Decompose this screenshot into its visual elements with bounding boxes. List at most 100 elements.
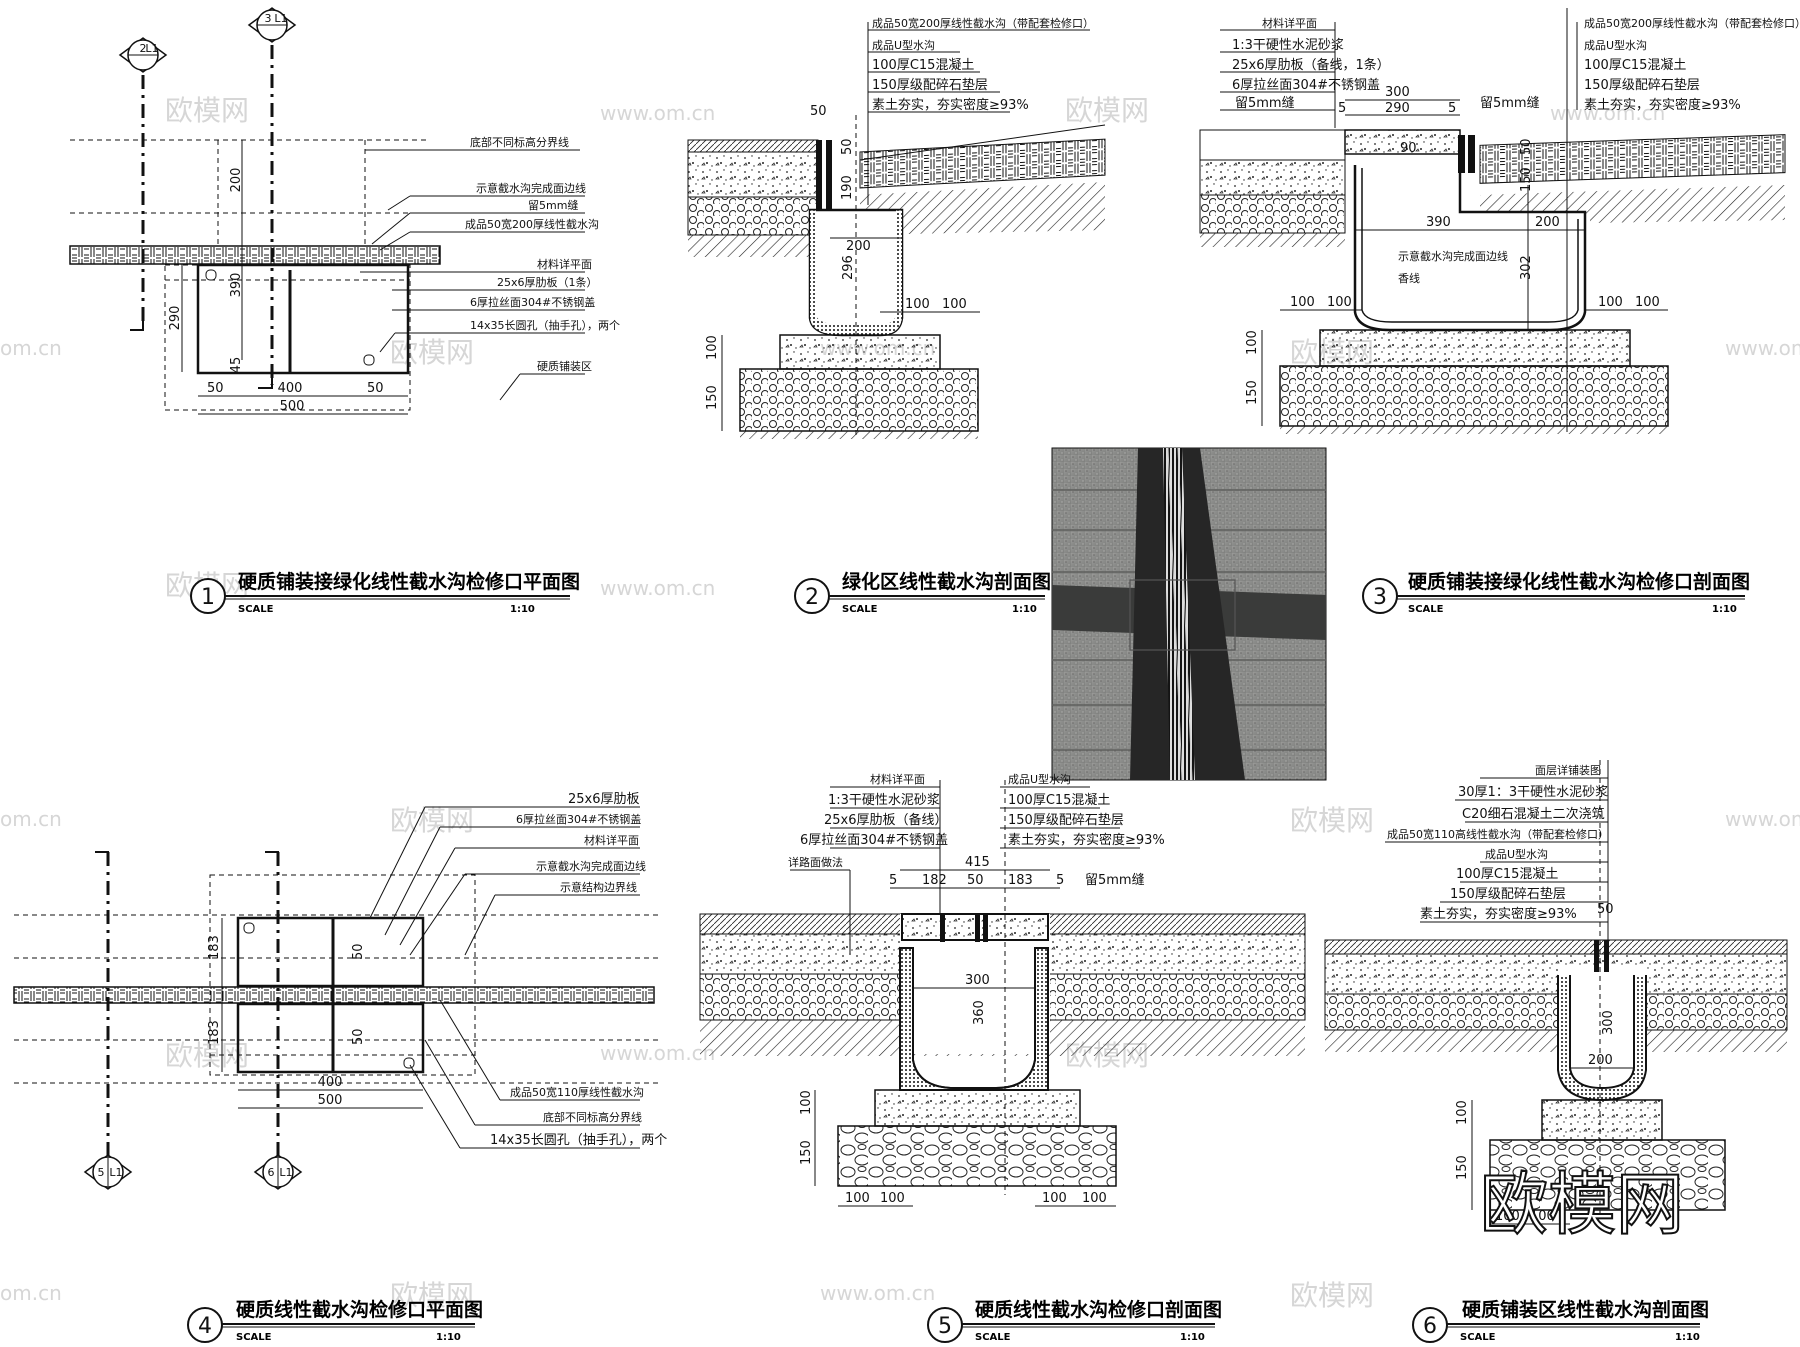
panel-2-section: 50 50 190 200 296 100 100 100 150 成品50宽2… [687, 16, 1106, 439]
svg-text:1:10: 1:10 [436, 1332, 461, 1343]
svg-text:100: 100 [1455, 1100, 1470, 1125]
svg-text:5: 5 [889, 873, 897, 888]
svg-text:14x35长圆孔（抽手孔），两个: 14x35长圆孔（抽手孔），两个 [470, 318, 620, 332]
svg-text:50: 50 [1519, 138, 1534, 155]
svg-text:100: 100 [705, 335, 720, 360]
svg-text:500: 500 [318, 1093, 343, 1108]
panel-1-plan: 2 L1 3 L1 200 390 [69, 7, 620, 415]
svg-text:150厚级配碎石垫层: 150厚级配碎石垫层 [872, 77, 988, 93]
svg-text:500: 500 [280, 399, 305, 414]
channel-grate [69, 245, 441, 265]
svg-text:成品50宽110高线性截水沟（带配套检修口）: 成品50宽110高线性截水沟（带配套检修口） [1387, 827, 1609, 841]
svg-text:150厚级配碎石垫层: 150厚级配碎石垫层 [1008, 812, 1124, 828]
svg-text:300: 300 [1385, 85, 1410, 100]
svg-text:300: 300 [965, 973, 990, 988]
svg-text:材料详平面: 材料详平面 [1262, 16, 1317, 30]
svg-text:1:10: 1:10 [510, 604, 535, 615]
svg-text:415: 415 [965, 855, 990, 870]
access-cover [196, 263, 410, 375]
title-block-6: 6 硬质铺装区线性截水沟剖面图 SCALE 1:10 [1412, 1298, 1709, 1343]
svg-text:100: 100 [880, 1191, 905, 1206]
svg-text:25x6厚肋板（1条）: 25x6厚肋板（1条） [497, 275, 598, 289]
svg-text:5: 5 [1338, 101, 1346, 116]
svg-text:30厚1：3干硬性水泥砂浆: 30厚1：3干硬性水泥砂浆 [1458, 785, 1608, 800]
svg-text:100厚C15混凝土: 100厚C15混凝土 [1008, 792, 1110, 808]
svg-text:50: 50 [810, 104, 827, 119]
svg-text:150厚级配碎石垫层: 150厚级配碎石垫层 [1584, 77, 1700, 93]
callout-labels: 面层详铺装图 30厚1：3干硬性水泥砂浆 C20细石混凝土二次浇筑 成品50宽1… [1385, 763, 1609, 935]
drainage-channel-photo [1051, 447, 1327, 781]
panel-5-section: 415 5 182 50 183 5 300 360 100 150 100 1… [699, 772, 1306, 1207]
svg-text:详路面做法: 详路面做法 [788, 855, 843, 869]
svg-text:90: 90 [1400, 141, 1417, 156]
svg-text:400: 400 [318, 1075, 343, 1090]
panel-title: 硬质铺装接绿化线性截水沟检修口平面图 [238, 570, 580, 593]
panel-number: 4 [198, 1314, 212, 1339]
section-marker-5: 5 L1 [83, 1154, 133, 1190]
svg-text:150: 150 [705, 385, 720, 410]
svg-text:素土夯实，夯实密度≥93%: 素土夯实，夯实密度≥93% [1008, 832, 1165, 848]
callout-labels: 25x6厚肋板 6厚拉丝面304#不锈钢盖 材料详平面 示意截水沟完成面边线 示… [369, 792, 667, 1149]
svg-text:25x6厚肋板（备线，1条）: 25x6厚肋板（备线，1条） [1232, 57, 1390, 73]
svg-text:150: 150 [799, 1140, 814, 1165]
svg-text:SCALE: SCALE [1408, 604, 1444, 615]
watermark-url: www.om.cn [600, 576, 715, 600]
svg-text:1:10: 1:10 [1675, 1332, 1700, 1343]
panel-title: 硬质铺装区线性截水沟剖面图 [1462, 1298, 1709, 1321]
svg-text:150: 150 [1245, 380, 1260, 405]
watermark-logo: 欧模网 [1290, 1279, 1374, 1312]
svg-text:SCALE: SCALE [1460, 1332, 1496, 1343]
svg-text:成品50宽110厚线性截水沟: 成品50宽110厚线性截水沟 [510, 1085, 644, 1099]
svg-text:290: 290 [1385, 101, 1410, 116]
svg-text:成品U型水沟: 成品U型水沟 [1008, 772, 1071, 786]
svg-text:硬质铺装区: 硬质铺装区 [537, 360, 592, 373]
dimensions: 415 5 182 50 183 5 300 360 100 150 100 1… [799, 855, 1116, 1207]
dimensions: 50 50 190 200 296 100 100 100 150 [705, 104, 980, 431]
svg-text:50: 50 [967, 873, 984, 888]
watermark-url: www.om.cn [820, 1281, 935, 1305]
section-marker-3: 3 L1 [247, 7, 297, 43]
panel-title: 硬质线性截水沟检修口剖面图 [975, 1298, 1222, 1321]
callout-labels: 材料详平面 1:3干硬性水泥砂浆 25x6厚肋板（备线） 6厚拉丝面304#不锈… [788, 772, 1165, 955]
svg-text:6厚拉丝面304#不锈钢盖: 6厚拉丝面304#不锈钢盖 [516, 812, 641, 826]
svg-text:183: 183 [1008, 873, 1033, 888]
svg-text:100: 100 [942, 297, 967, 312]
svg-text:100厚C15混凝土: 100厚C15混凝土 [1584, 57, 1686, 73]
panel-number: 3 [1373, 585, 1387, 610]
svg-text:6厚拉丝面304#不锈钢盖: 6厚拉丝面304#不锈钢盖 [800, 833, 948, 848]
svg-text:200: 200 [1588, 1053, 1613, 1068]
title-block-4: 4 硬质线性截水沟检修口平面图 SCALE 1:10 [187, 1298, 483, 1343]
svg-text:50: 50 [840, 138, 855, 155]
svg-text:100: 100 [905, 297, 930, 312]
svg-text:50: 50 [367, 381, 384, 396]
dimensions: 200 390 290 45 50 400 50 500 [168, 140, 408, 415]
svg-text:100: 100 [845, 1191, 870, 1206]
svg-text:50: 50 [1597, 902, 1614, 917]
callout-labels: 成品50宽200厚线性截水沟（带配套检修口） 成品U型水沟 100厚C15混凝土… [867, 16, 1094, 205]
svg-text:100: 100 [1327, 295, 1352, 310]
svg-text:100: 100 [1245, 330, 1260, 355]
svg-text:SCALE: SCALE [975, 1332, 1011, 1343]
svg-text:留5mm缝: 留5mm缝 [1480, 96, 1540, 111]
svg-text:成品50宽200厚线性截水沟（带配套检修口）: 成品50宽200厚线性截水沟（带配套检修口） [1584, 16, 1800, 30]
svg-text:400: 400 [278, 381, 303, 396]
watermark-logo: 欧模网 [1290, 804, 1374, 837]
dimensions: 50 300 200 100 150 100 100 [1455, 902, 1634, 1225]
svg-text:150: 150 [1519, 167, 1534, 192]
svg-text:45: 45 [229, 357, 244, 374]
svg-text:50: 50 [207, 381, 224, 396]
svg-text:底部不同标高分界线: 底部不同标高分界线 [543, 1110, 642, 1124]
svg-text:14x35长圆孔（抽手孔），两个: 14x35长圆孔（抽手孔），两个 [490, 1133, 667, 1148]
svg-text:100厚C15混凝土: 100厚C15混凝土 [1456, 866, 1558, 882]
watermark-edge: om.cn [0, 1281, 62, 1305]
dimensions: 300 5 290 5 90 50 150 390 200 302 100 10… [1245, 85, 1668, 426]
svg-text:200: 200 [846, 239, 871, 254]
svg-text:182: 182 [922, 873, 947, 888]
marker-sheet: L1 [145, 42, 158, 55]
watermark-logo: 欧模网 [165, 1039, 249, 1072]
watermark-edge: om.cn [0, 336, 62, 360]
svg-text:素土夯实，夯实密度≥93%: 素土夯实，夯实密度≥93% [1584, 97, 1741, 113]
panel-number: 1 [201, 585, 215, 610]
svg-text:材料详平面: 材料详平面 [870, 772, 925, 786]
svg-text:100: 100 [1495, 1209, 1520, 1224]
